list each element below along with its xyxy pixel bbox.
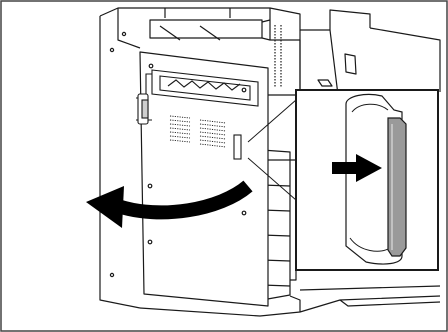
cover-latch	[234, 135, 241, 159]
pull-handle	[388, 118, 406, 256]
release-lever-icon	[136, 94, 148, 124]
side-cover-panel	[140, 52, 268, 306]
